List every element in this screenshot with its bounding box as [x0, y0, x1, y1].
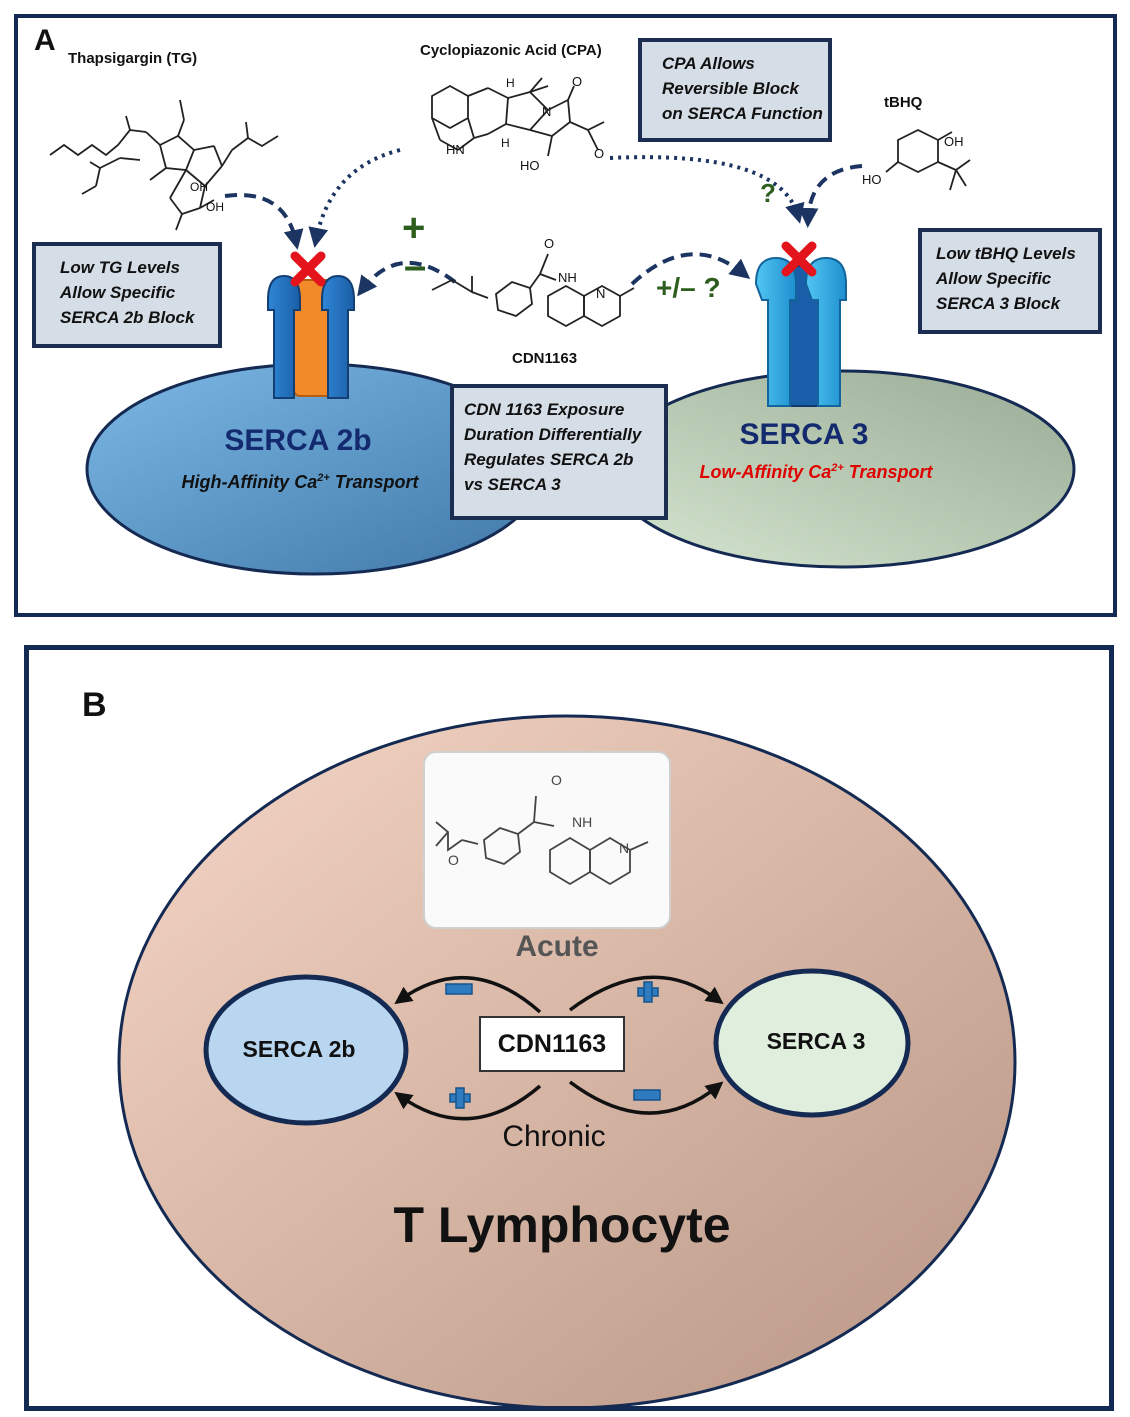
atom-n: N — [542, 104, 552, 119]
cdn-to-3-arrow — [630, 252, 751, 286]
acute-plus-icon — [637, 981, 659, 1003]
atom-oh1: OH — [190, 180, 208, 194]
serca2b-circle — [203, 974, 409, 1126]
minus-sign-2b: – — [404, 244, 427, 288]
panel-a — [14, 14, 1117, 617]
acute-label: Acute — [515, 930, 599, 963]
cdn1163-label: CDN1163 — [512, 350, 578, 367]
panel-b — [24, 645, 1114, 1411]
serca3-subtitle: Low-Affinity Ca2+ Transport — [699, 462, 933, 482]
cpa-structure-icon — [431, 77, 605, 157]
atom-o2: O — [594, 146, 605, 161]
serca2b-title: SERCA 2b — [224, 424, 372, 457]
atom-h2: H — [501, 136, 510, 150]
tbhq-structure-icon — [885, 128, 971, 191]
atom-oh-top: OH — [944, 134, 964, 149]
atom-b-nh: NH — [572, 814, 593, 830]
atom-ho-left: HO — [862, 172, 882, 187]
serca2b-subtitle: High-Affinity Ca2+ Transport — [181, 472, 419, 492]
serca3-circle — [713, 968, 911, 1118]
thapsigargin-label: Thapsigargin (TG) — [68, 50, 198, 67]
acute-minus-arrow — [394, 975, 542, 1014]
tg-arrow — [224, 193, 304, 250]
serca3-label-b: SERCA 3 — [766, 1028, 866, 1054]
atom-b-n: N — [619, 840, 630, 856]
atom-o-carbonyl: O — [544, 236, 555, 251]
atom-h1: H — [506, 76, 515, 90]
serca2b-label-b: SERCA 2b — [242, 1036, 356, 1062]
chronic-minus-arrow — [568, 1080, 724, 1115]
atom-nh: NH — [558, 270, 577, 285]
atom-ho: HO — [520, 158, 540, 173]
cdn1163-box: CDN1163 — [479, 1016, 625, 1072]
cpa-label: Cyclopiazonic Acid (CPA) — [420, 42, 602, 59]
serca3-title: SERCA 3 — [739, 418, 869, 451]
plus-minus-question-3: +/– ? — [656, 272, 721, 303]
serca2b-pump-icon — [267, 274, 355, 399]
cdn1163-structure-icon — [431, 253, 635, 328]
thapsigargin-structure-icon — [49, 99, 279, 231]
t-lymphocyte-label: T Lymphocyte — [393, 1197, 731, 1253]
plus-sign-2b: + — [402, 206, 426, 250]
atom-b-o2: O — [448, 852, 459, 868]
atom-b-o: O — [551, 772, 562, 788]
chronic-plus-icon — [449, 1087, 471, 1109]
chronic-plus-arrow — [394, 1084, 542, 1121]
tbhq-label: tBHQ — [884, 94, 923, 111]
atom-hn: HN — [446, 142, 465, 157]
acute-plus-arrow — [568, 975, 724, 1012]
atom-n-quinoline: N — [596, 286, 606, 301]
chronic-label: Chronic — [502, 1120, 606, 1153]
panel-a-letter: A — [34, 24, 56, 57]
serca2b-block-x-icon — [290, 251, 326, 287]
acute-minus-icon — [445, 983, 473, 995]
serca3-block-x-icon — [781, 241, 817, 277]
cdn1163-structure-b-icon — [435, 795, 649, 886]
question-mark-3: ? — [760, 178, 776, 208]
atom-oh2: OH — [206, 200, 224, 214]
tbhq-arrow — [798, 164, 863, 228]
chronic-minus-icon — [633, 1089, 661, 1101]
serca3-pump-icon — [754, 256, 847, 407]
cpa-to-2b-arrow — [308, 148, 401, 248]
panel-b-letter: B — [82, 686, 107, 724]
atom-o1: O — [572, 74, 583, 89]
cpa-to-3-arrow — [609, 155, 805, 224]
